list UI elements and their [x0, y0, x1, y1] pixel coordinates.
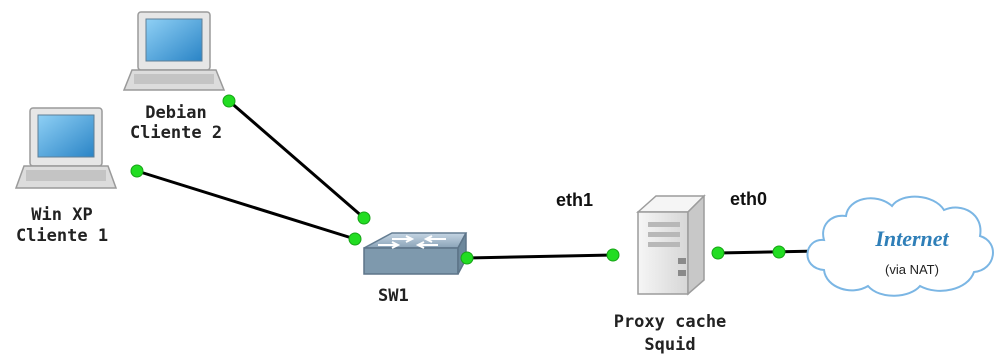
proxy-label-line2: Squid: [644, 335, 695, 354]
laptop-icon[interactable]: [122, 11, 226, 91]
eth1-label: eth1: [556, 190, 593, 210]
debian-label-line2: Cliente 2: [130, 123, 222, 143]
port-status-dot: [357, 211, 371, 225]
port-status-dot: [222, 94, 236, 108]
port-status-dot: [606, 248, 620, 262]
port-dots: [130, 94, 786, 265]
port-status-dot: [348, 232, 362, 246]
port-status-dot: [130, 164, 144, 178]
port-status-dot: [711, 246, 725, 260]
internet-title: Internet: [874, 226, 949, 251]
port-status-dot: [772, 245, 786, 259]
link-sw1-proxy: [466, 253, 614, 260]
link-winxp-sw1: [136, 169, 356, 241]
switch-icon[interactable]: [363, 232, 468, 275]
winxp-label-line1: Win XP: [31, 205, 92, 225]
internet-subtitle: (via NAT): [885, 262, 939, 277]
link-proxy-internet: [717, 249, 821, 255]
laptop-icon[interactable]: [14, 107, 118, 189]
cloud-icon[interactable]: [806, 195, 994, 297]
eth0-label: eth0: [730, 189, 767, 209]
winxp-label-line2: Cliente 1: [16, 226, 108, 246]
switch-label: SW1: [378, 286, 409, 306]
proxy-label-line1: Proxy cache: [614, 312, 727, 332]
port-status-dot: [460, 251, 474, 265]
links: [136, 99, 821, 260]
debian-label-line1: Debian: [145, 103, 206, 123]
server-icon[interactable]: [636, 194, 706, 296]
link-debian-sw1: [228, 99, 365, 220]
